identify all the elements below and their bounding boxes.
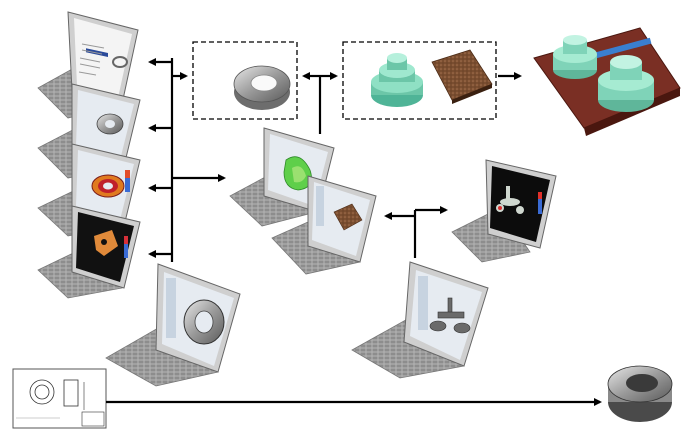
laptop-casting-sim [451, 159, 557, 263]
laptop-sand-mesh [271, 175, 377, 275]
laptop-main-ring [105, 263, 241, 387]
laptop-ring-model [37, 83, 141, 179]
mold-sand-box [342, 41, 497, 120]
mold-cavity-right-icon [598, 55, 654, 112]
stepped-mold-icon [371, 53, 423, 107]
laptop-green-mesh [229, 127, 335, 227]
sand-block-icon [431, 49, 493, 104]
ring-pattern-icon [233, 65, 291, 110]
ring-pattern-box [192, 41, 298, 120]
mold-plate-final [533, 27, 681, 136]
laptop-casting-model [351, 261, 489, 379]
final-ring-part [607, 365, 673, 422]
laptop-dark-sim [37, 205, 141, 299]
cad-drawing-doc [12, 368, 107, 429]
mold-cavity-left-icon [553, 35, 597, 79]
connectors [106, 58, 602, 406]
report-text-lines-icon [78, 43, 105, 76]
